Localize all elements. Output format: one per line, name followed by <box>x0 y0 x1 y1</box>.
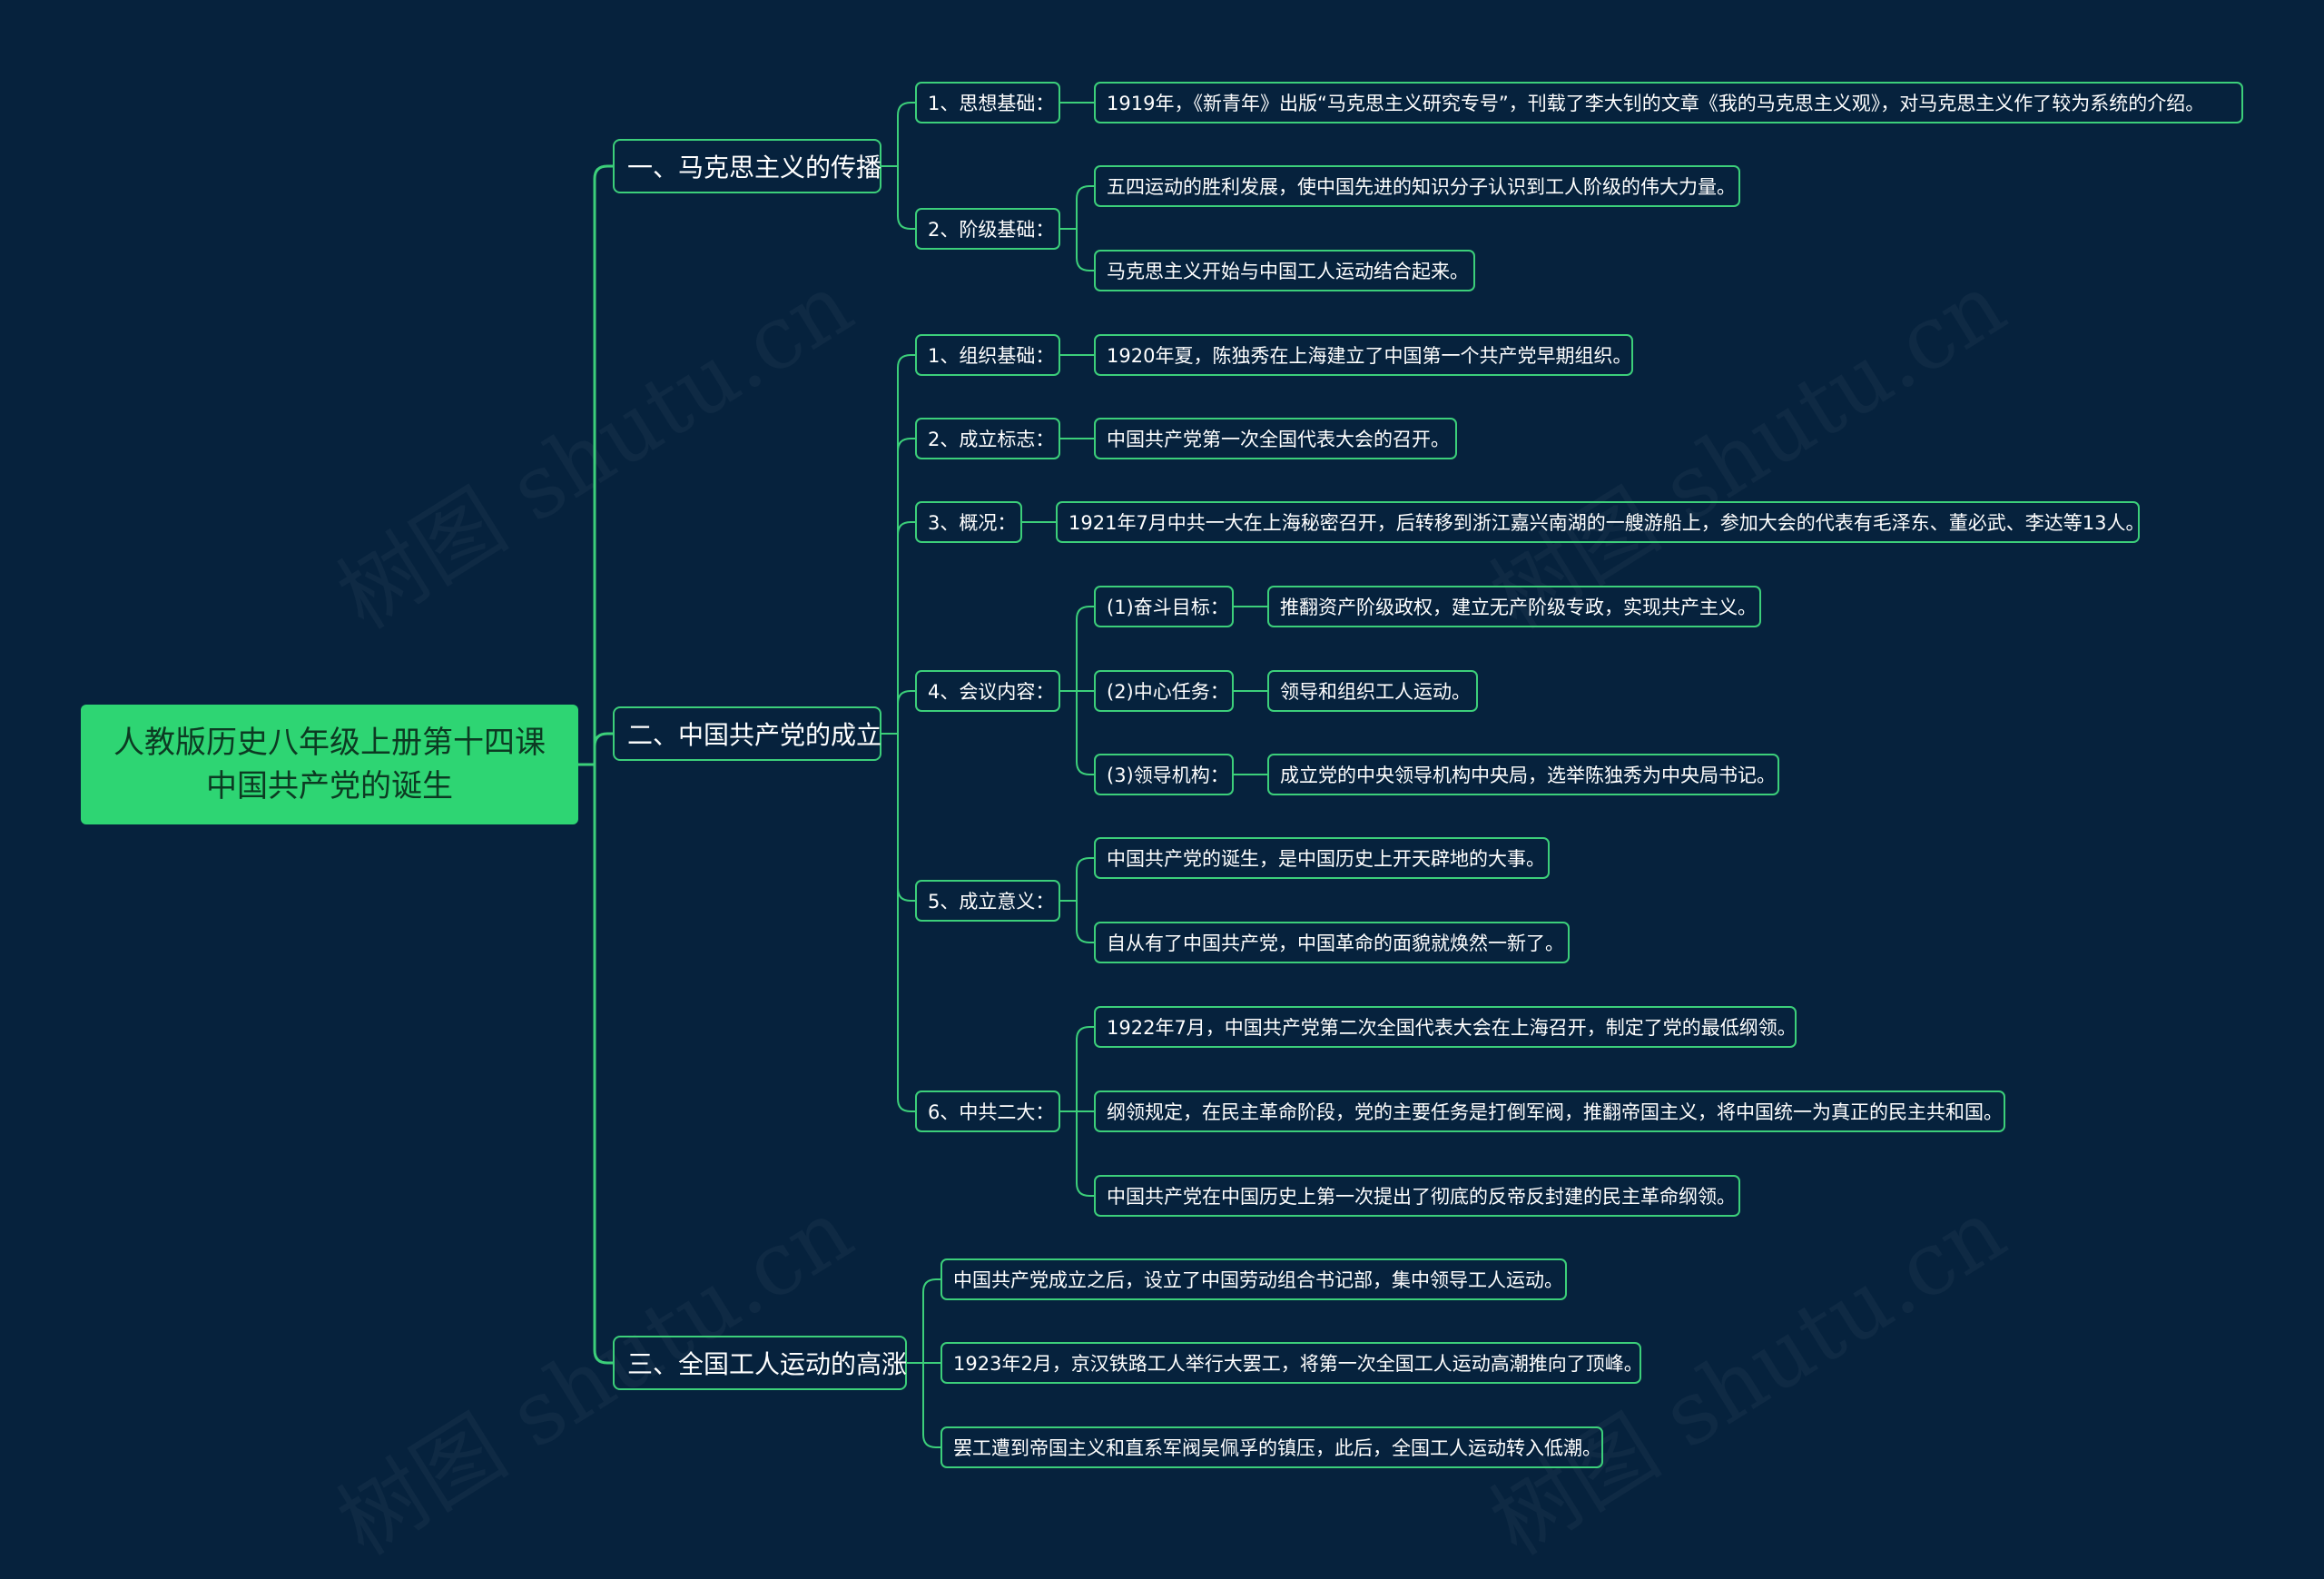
branch-2-subtopic-4-item-3[interactable]: (3)领导机构： <box>1094 754 1234 795</box>
branch-2-subtopic-4-item-2-detail[interactable]: 领导和组织工人运动。 <box>1267 670 1478 712</box>
branch-2-subtopic-3-detail-1[interactable]: 1921年7月中共一大在上海秘密召开，后转移到浙江嘉兴南湖的一艘游船上，参加大会… <box>1056 501 2145 543</box>
connector-branch-2-subtopic-6-detail-3 <box>1060 1110 1094 1197</box>
branch-2-subtopic-2-detail-1[interactable]: 中国共产党第一次全国代表大会的召开。 <box>1094 418 1457 459</box>
connector-branch-3-detail-3 <box>907 1362 940 1448</box>
connector-branch-1-topic <box>578 164 613 766</box>
branch-2-subtopic-6-detail-3[interactable]: 中国共产党在中国历史上第一次提出了彻底的反帝反封建的民主革命纲领。 <box>1094 1175 1740 1217</box>
branch-1-topic[interactable]: 一、马克思主义的传播 <box>613 139 881 193</box>
connector-branch-2-subtopic-5-detail-1 <box>1060 857 1094 902</box>
connector-branch-2-subtopic-5-detail-2 <box>1060 900 1094 943</box>
branch-2-topic[interactable]: 二、中国共产党的成立 <box>613 706 881 761</box>
branch-2-subtopic-6[interactable]: 6、中共二大： <box>915 1090 1060 1132</box>
branch-2-subtopic-4-item-3-detail[interactable]: 成立党的中央领导机构中央局，选举陈独秀为中央局书记。 <box>1267 754 1779 795</box>
connector-branch-2-subtopic-6-detail-1 <box>1060 1026 1094 1112</box>
branch-2-subtopic-5-detail-2[interactable]: 自从有了中国共产党，中国革命的面貌就焕然一新了。 <box>1094 922 1570 963</box>
connector-branch-1-subtopic-2-detail-2 <box>1060 228 1094 271</box>
branch-1-subtopic-1[interactable]: 1、思想基础： <box>915 82 1060 123</box>
branch-2-subtopic-4-item-1[interactable]: (1)奋斗目标： <box>1094 586 1234 627</box>
connector-branch-3-detail-1 <box>907 1278 940 1364</box>
branch-2-subtopic-3[interactable]: 3、概况： <box>915 501 1022 543</box>
connector-branch-1-subtopic-2-detail-1 <box>1060 185 1094 230</box>
connector-branch-1-subtopic-2 <box>881 165 915 230</box>
branch-1-subtopic-2[interactable]: 2、阶级基础： <box>915 208 1060 250</box>
branch-2-subtopic-6-detail-1[interactable]: 1922年7月，中国共产党第二次全国代表大会在上海召开，制定了党的最低纲领。 <box>1094 1006 1797 1048</box>
connector-branch-2-subtopic-4-item-1 <box>1060 606 1094 692</box>
branch-3-detail-3[interactable]: 罢工遭到帝国主义和直系军阀吴佩孚的镇压，此后，全国工人运动转入低潮。 <box>940 1426 1603 1468</box>
branch-2-subtopic-1[interactable]: 1、组织基础： <box>915 334 1060 376</box>
root-topic-line2: 中国共产党的诞生 <box>206 768 453 804</box>
root-topic[interactable]: 人教版历史八年级上册第十四课 中国共产党的诞生 <box>81 705 578 824</box>
branch-2-subtopic-4-item-1-detail[interactable]: 推翻资产阶级政权，建立无产阶级专政，实现共产主义。 <box>1267 586 1761 627</box>
connector-branch-2-subtopic-2 <box>881 438 915 735</box>
branch-1-subtopic-1-detail-1[interactable]: 1919年，《新青年》出版“马克思主义研究专号”，刊载了李大钊的文章《我的马克思… <box>1094 82 2243 123</box>
branch-3-detail-1[interactable]: 中国共产党成立之后，设立了中国劳动组合书记部，集中领导工人运动。 <box>940 1258 1567 1300</box>
connector-branch-1-subtopic-1 <box>881 102 915 167</box>
connector-branch-2-subtopic-1 <box>881 354 915 735</box>
branch-2-subtopic-4[interactable]: 4、会议内容： <box>915 670 1060 712</box>
connector-branch-2-subtopic-3 <box>881 521 915 735</box>
branch-2-subtopic-2[interactable]: 2、成立标志： <box>915 418 1060 459</box>
connector-branch-2-subtopic-4 <box>881 690 915 735</box>
branch-3-topic[interactable]: 三、全国工人运动的高涨 <box>613 1336 907 1390</box>
connector-branch-2-subtopic-4-item-3 <box>1060 690 1094 775</box>
branch-3-detail-2[interactable]: 1923年2月，京汉铁路工人举行大罢工，将第一次全国工人运动高潮推向了顶峰。 <box>940 1342 1643 1384</box>
connector-branch-2-topic <box>578 732 613 766</box>
branch-2-subtopic-1-detail-1[interactable]: 1920年夏，陈独秀在上海建立了中国第一个共产党早期组织。 <box>1094 334 1633 376</box>
branch-1-subtopic-2-detail-2[interactable]: 马克思主义开始与中国工人运动结合起来。 <box>1094 250 1475 291</box>
connector-branch-2-subtopic-6 <box>881 733 915 1112</box>
root-topic-line1: 人教版历史八年级上册第十四课 <box>113 725 546 761</box>
branch-2-subtopic-5[interactable]: 5、成立意义： <box>915 880 1060 922</box>
branch-2-subtopic-5-detail-1[interactable]: 中国共产党的诞生，是中国历史上开天辟地的大事。 <box>1094 837 1550 879</box>
branch-1-subtopic-2-detail-1[interactable]: 五四运动的胜利发展，使中国先进的知识分子认识到工人阶级的伟大力量。 <box>1094 165 1740 207</box>
connector-branch-3-topic <box>578 763 613 1365</box>
branch-2-subtopic-6-detail-2[interactable]: 纲领规定，在民主革命阶段，党的主要任务是打倒军阀，推翻帝国主义，将中国统一为真正… <box>1094 1090 2005 1132</box>
branch-2-subtopic-4-item-2[interactable]: (2)中心任务： <box>1094 670 1234 712</box>
